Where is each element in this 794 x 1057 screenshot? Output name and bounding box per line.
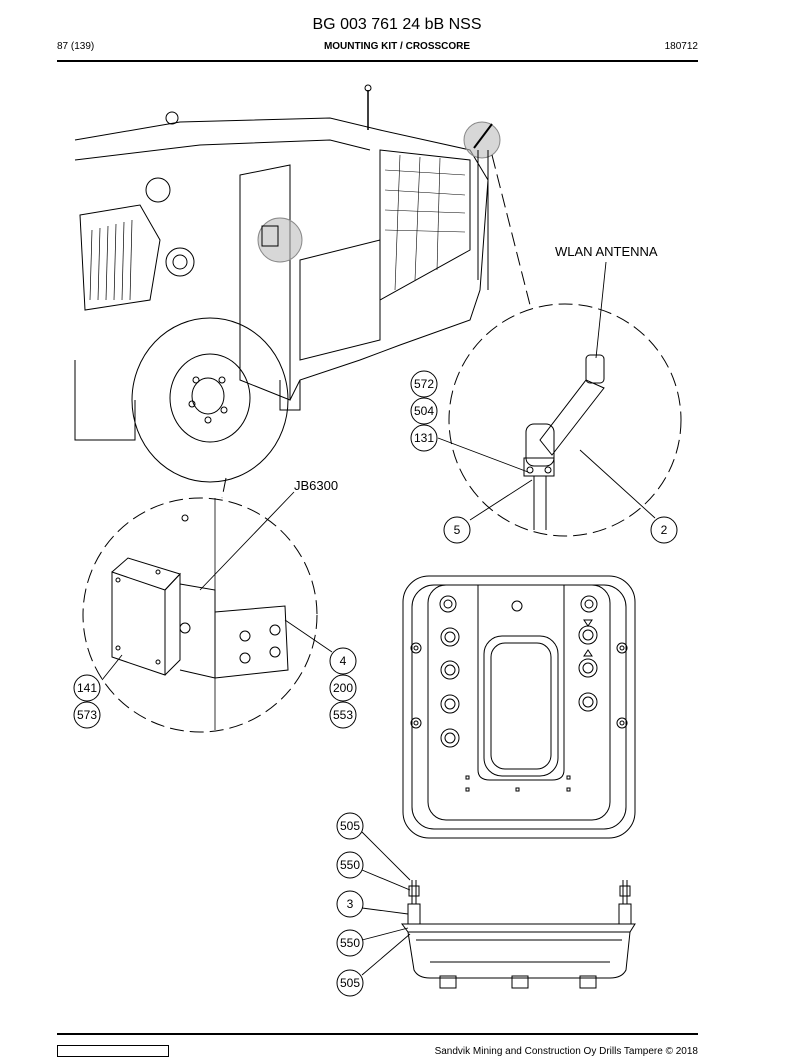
callout-4: 4 (340, 654, 347, 668)
callout-3: 3 (347, 897, 354, 911)
panel-side-view (401, 880, 636, 989)
callout-504: 504 (414, 404, 434, 418)
callout-573: 573 (77, 708, 97, 722)
callout-200: 200 (333, 681, 353, 695)
header-divider (57, 60, 698, 62)
wlan-antenna-label: WLAN ANTENNA (555, 244, 658, 259)
callout-circles (73, 370, 678, 997)
document-subtitle: MOUNTING KIT / CROSSCORE (323, 41, 471, 52)
junction-box-label: JB6300 (294, 478, 338, 493)
footer-copyright: Sandvik Mining and Construction Oy Drill… (434, 1046, 698, 1057)
panel-front-view (402, 575, 636, 839)
callout-131: 131 (414, 431, 434, 445)
machine-illustration (74, 84, 501, 483)
callout-5: 5 (454, 523, 461, 537)
callout-550-bottom: 550 (340, 936, 360, 950)
leader-lines (101, 261, 656, 976)
callout-2: 2 (661, 523, 668, 537)
document-title: BG 003 761 24 bB NSS (312, 16, 482, 33)
callout-141: 141 (77, 681, 97, 695)
company-logo (57, 1045, 169, 1057)
callout-553: 553 (333, 708, 353, 722)
page-number: 87 (139) (57, 41, 95, 52)
wlan-detail (448, 154, 682, 537)
jb-detail (82, 477, 318, 733)
callout-550-top: 550 (340, 858, 360, 872)
footer-divider (57, 1033, 698, 1035)
callout-505-bottom: 505 (340, 976, 360, 990)
document-code: 180712 (664, 41, 698, 52)
callout-505-top: 505 (340, 819, 360, 833)
callout-572: 572 (414, 377, 434, 391)
